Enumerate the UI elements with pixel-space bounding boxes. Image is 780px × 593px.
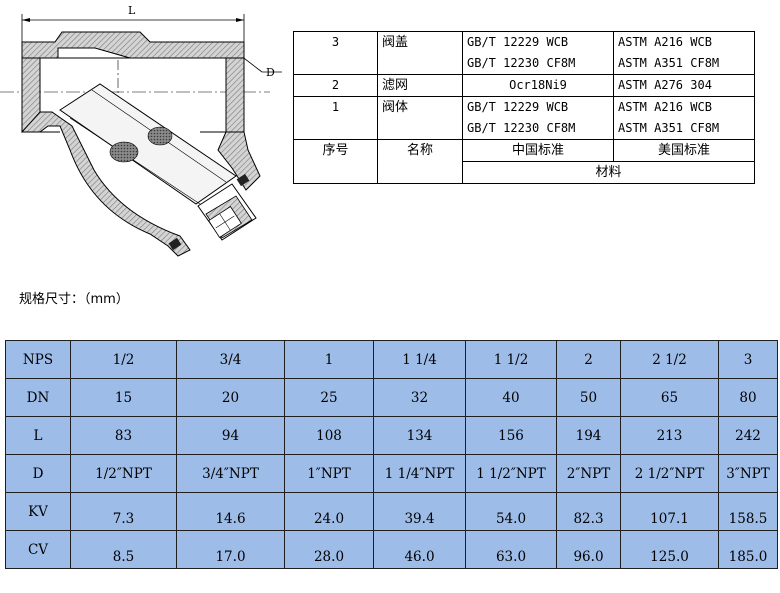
part-name: 阀体	[377, 96, 463, 140]
dimension-cell: 15	[70, 378, 177, 417]
dimension-cell: 80	[718, 378, 778, 417]
part-name: 滤网	[377, 74, 463, 97]
materials-label-row: 材料	[294, 161, 755, 184]
dimension-cell: 3″NPT	[718, 454, 778, 493]
material-row: 3 阀盖 GB/T 12229 WCB GB/T 12230 CF8M ASTM…	[293, 31, 755, 75]
dimension-cell: 156	[465, 416, 557, 455]
dimension-cell: 63.0	[465, 530, 557, 569]
row-label: NPS	[5, 340, 71, 379]
dimension-cell: 158.5	[718, 492, 778, 531]
dimension-cell: 25	[284, 378, 374, 417]
chinese-standard: Ocr18Ni9	[462, 74, 614, 97]
header-us-standard: 美国标准	[613, 139, 755, 162]
dimension-cell: 96.0	[556, 530, 621, 569]
dimension-cell: 28.0	[284, 530, 374, 569]
dimension-cell: 3/4	[176, 340, 285, 379]
part-number: 3	[293, 31, 378, 75]
dimension-cell: 185.0	[718, 530, 778, 569]
us-standard: ASTM A276 304	[613, 74, 755, 97]
dimension-cell: 1/2″NPT	[70, 454, 177, 493]
dimension-cell: 94	[176, 416, 285, 455]
chinese-standard: GB/T 12229 WCB GB/T 12230 CF8M	[462, 96, 614, 140]
material-row: 2 滤网 Ocr18Ni9 ASTM A276 304	[293, 74, 755, 97]
strainer-screen	[59, 83, 237, 209]
dimension-cell: 1″NPT	[284, 454, 374, 493]
row-label: CV	[5, 530, 71, 569]
dimension-cell: 82.3	[556, 492, 621, 531]
row-label: DN	[5, 378, 71, 417]
dimension-cell: 14.6	[176, 492, 285, 531]
drain-plug	[197, 183, 257, 241]
dimension-cell: 2	[556, 340, 621, 379]
dimension-cell: 108	[284, 416, 374, 455]
dimension-cell: 2 1/2″NPT	[620, 454, 719, 493]
dimension-cell: 213	[620, 416, 719, 455]
y-strainer-drawing: L D	[0, 4, 282, 257]
dimension-cell: 17.0	[176, 530, 285, 569]
dimension-l-label: L	[128, 4, 136, 17]
header-part-number: 序号	[293, 139, 378, 184]
dimension-cell: 125.0	[620, 530, 719, 569]
header-material: 材料	[462, 161, 755, 184]
dimension-cell: 1 1/2″NPT	[465, 454, 557, 493]
dimension-cell: 20	[176, 378, 285, 417]
us-standard: ASTM A216 WCB ASTM A351 CF8M	[613, 96, 755, 140]
dimension-cell: 242	[718, 416, 778, 455]
row-label: L	[5, 416, 71, 455]
header-part-name: 名称	[377, 139, 463, 184]
dimension-cell: 107.1	[620, 492, 719, 531]
part-name: 阀盖	[377, 31, 463, 75]
us-standard: ASTM A216 WCB ASTM A351 CF8M	[613, 31, 755, 75]
dimension-cell: 1 1/2	[465, 340, 557, 379]
dimension-cell: 32	[373, 378, 466, 417]
dimension-cell: 1 1/4	[373, 340, 466, 379]
materials-header-row: 序号 名称 中国标准 美国标准	[293, 139, 755, 184]
materials-table: 3 阀盖 GB/T 12229 WCB GB/T 12230 CF8M ASTM…	[293, 31, 755, 184]
dimension-cell: 7.3	[70, 492, 177, 531]
dimension-cell: 40	[465, 378, 557, 417]
dimension-cell: 8.5	[70, 530, 177, 569]
dimension-cell: 1	[284, 340, 374, 379]
dimension-cell: 46.0	[373, 530, 466, 569]
dimension-cell: 50	[556, 378, 621, 417]
dimension-cell: 194	[556, 416, 621, 455]
dimension-cell: 2″NPT	[556, 454, 621, 493]
dimension-cell: 3/4″NPT	[176, 454, 285, 493]
row-label: KV	[5, 492, 71, 531]
dimension-cell: 24.0	[284, 492, 374, 531]
dimension-d-label: D	[266, 66, 275, 79]
row-label: D	[5, 454, 71, 493]
chinese-standard: GB/T 12229 WCB GB/T 12230 CF8M	[462, 31, 614, 75]
part-number: 2	[293, 74, 378, 97]
material-row: 1 阀体 GB/T 12229 WCB GB/T 12230 CF8M ASTM…	[293, 96, 755, 140]
header-chinese-standard: 中国标准	[462, 139, 614, 162]
dimension-cell: 65	[620, 378, 719, 417]
dimension-cell: 1/2	[70, 340, 177, 379]
dimension-cell: 2 1/2	[620, 340, 719, 379]
dimension-cell: 3	[718, 340, 778, 379]
dimension-cell: 83	[70, 416, 177, 455]
dimension-l: L	[21, 4, 245, 42]
dimension-cell: 54.0	[465, 492, 557, 531]
dimensions-caption: 规格尺寸：（mm）	[19, 292, 129, 307]
part-number: 1	[293, 96, 378, 140]
dimension-cell: 1 1/4″NPT	[373, 454, 466, 493]
dimension-cell: 134	[373, 416, 466, 455]
dimension-cell: 39.4	[373, 492, 466, 531]
